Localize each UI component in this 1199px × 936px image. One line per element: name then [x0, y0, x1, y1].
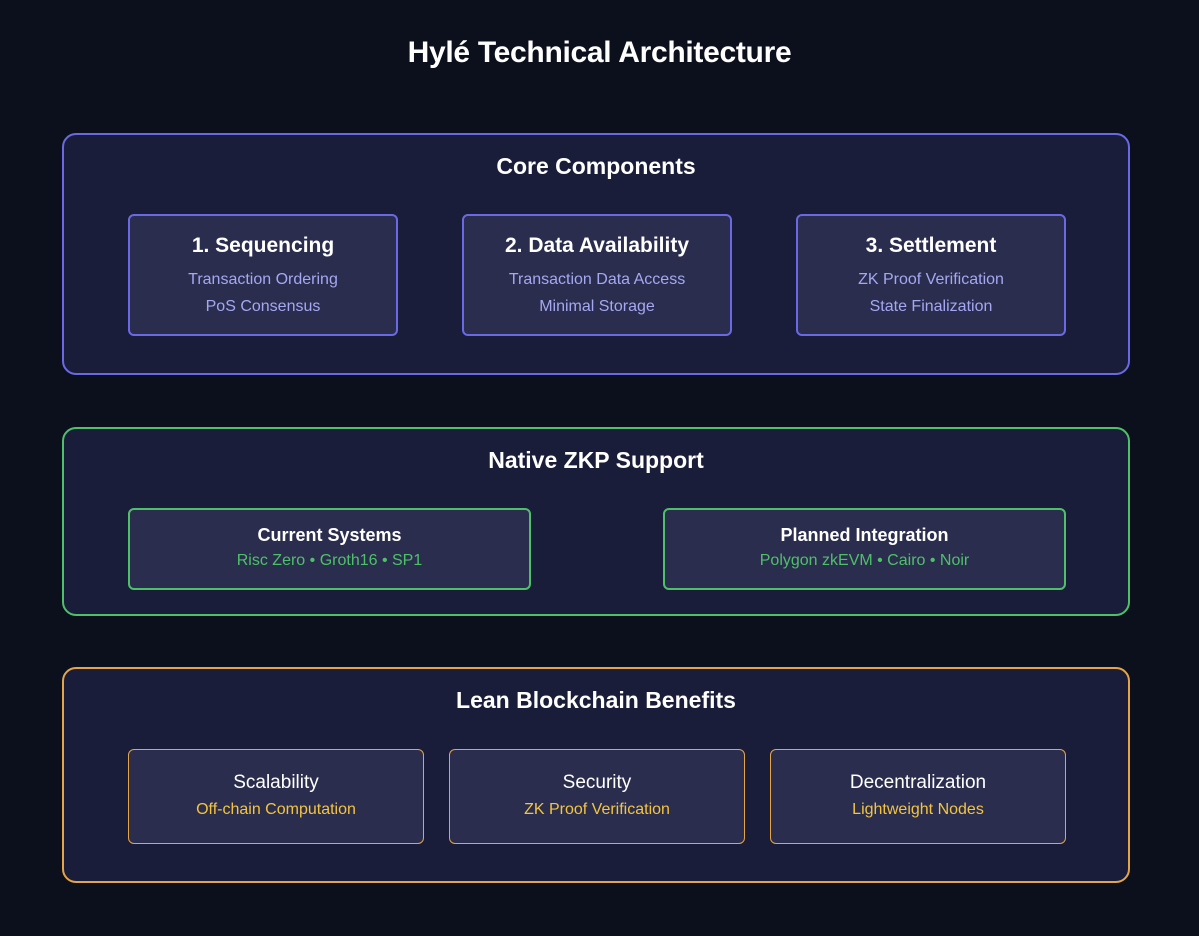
page-title: Hylé Technical Architecture [407, 36, 792, 69]
card-security-title: Security [562, 772, 632, 793]
card-data-availability-line-1: Transaction Data Access [508, 271, 686, 288]
card-decentralization-detail: Lightweight Nodes [852, 801, 984, 818]
card-current-systems: Current Systems Risc Zero • Groth16 • SP… [128, 508, 531, 590]
card-data-availability-line-2: Minimal Storage [539, 298, 655, 315]
card-security: Security ZK Proof Verification [449, 749, 745, 844]
card-settlement-title: 3. Settlement [865, 234, 997, 257]
card-sequencing: 1. Sequencing Transaction Ordering PoS C… [128, 214, 398, 336]
lean-benefits-panel: Lean Blockchain Benefits Scalability Off… [62, 667, 1130, 883]
card-planned-integration-title: Planned Integration [780, 525, 949, 545]
card-planned-integration: Planned Integration Polygon zkEVM • Cair… [663, 508, 1066, 590]
card-decentralization-title: Decentralization [849, 772, 987, 793]
card-settlement: 3. Settlement ZK Proof Verification Stat… [796, 214, 1066, 336]
card-settlement-line-1: ZK Proof Verification [858, 271, 1004, 288]
card-sequencing-line-1: Transaction Ordering [188, 271, 338, 288]
card-decentralization: Decentralization Lightweight Nodes [770, 749, 1066, 844]
card-current-systems-detail: Risc Zero • Groth16 • SP1 [236, 552, 423, 569]
lean-benefits-title: Lean Blockchain Benefits [456, 687, 736, 713]
card-scalability-title: Scalability [233, 772, 319, 793]
card-current-systems-title: Current Systems [257, 525, 402, 545]
card-sequencing-line-2: PoS Consensus [205, 298, 321, 315]
card-planned-integration-detail: Polygon zkEVM • Cairo • Noir [759, 552, 970, 569]
card-security-detail: ZK Proof Verification [524, 801, 670, 818]
card-data-availability: 2. Data Availability Transaction Data Ac… [462, 214, 732, 336]
card-sequencing-title: 1. Sequencing [191, 234, 335, 257]
card-scalability: Scalability Off-chain Computation [128, 749, 424, 844]
native-zkp-panel: Native ZKP Support Current Systems Risc … [62, 427, 1130, 616]
core-components-panel: Core Components 1. Sequencing Transactio… [62, 133, 1130, 375]
card-data-availability-title: 2. Data Availability [504, 234, 690, 257]
native-zkp-title: Native ZKP Support [488, 447, 704, 473]
core-components-title: Core Components [496, 153, 696, 179]
card-settlement-line-2: State Finalization [869, 298, 993, 315]
card-scalability-detail: Off-chain Computation [196, 801, 356, 818]
